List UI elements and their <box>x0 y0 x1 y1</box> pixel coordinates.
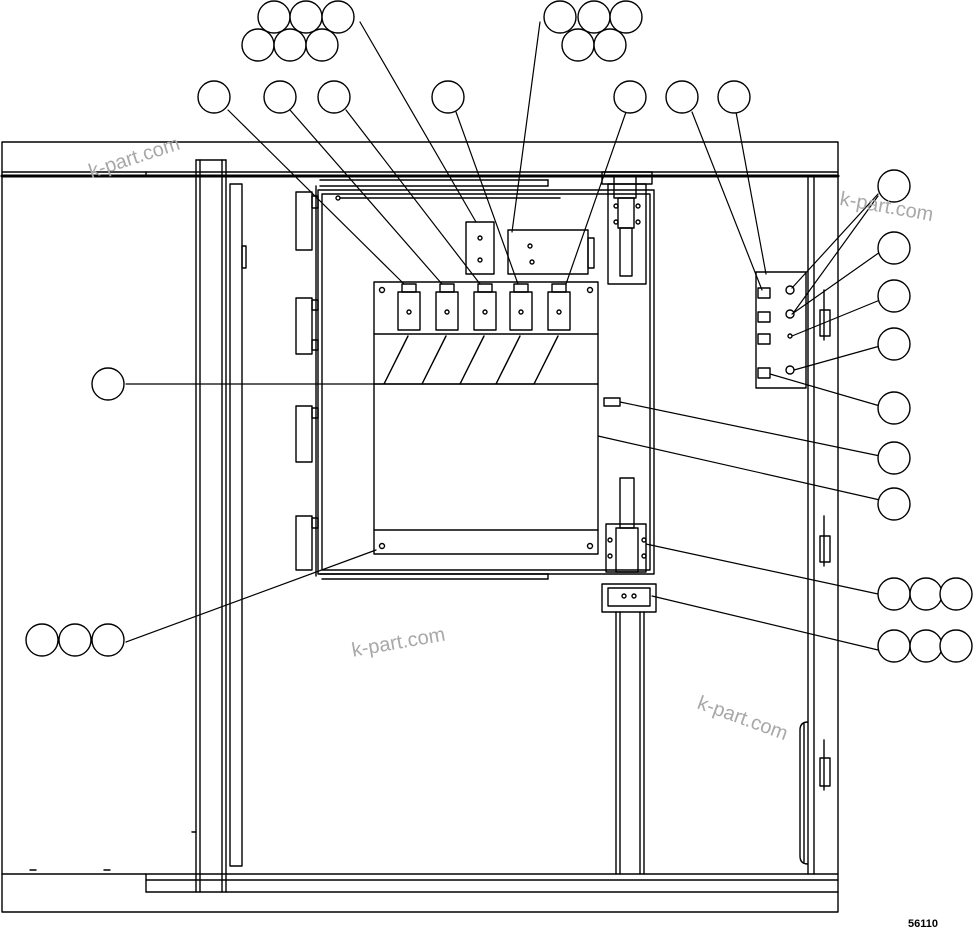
callout-bubble <box>91 623 125 657</box>
callout-bubble <box>241 28 275 62</box>
callout-bubble <box>877 327 911 361</box>
callout-bubble <box>91 367 125 401</box>
callout-bubbles <box>25 0 973 663</box>
callout-bubble <box>431 80 465 114</box>
callout-bubble <box>593 28 627 62</box>
inner-door <box>315 179 655 580</box>
top-latch <box>601 171 653 285</box>
breaker-panel <box>373 281 599 555</box>
callout-bubble <box>317 80 351 114</box>
callout-group-top-center <box>543 0 643 62</box>
callout-bubble <box>543 0 577 34</box>
callout-bubble <box>877 231 911 265</box>
callout-row-top <box>197 80 751 114</box>
right-wall-fittings <box>799 289 831 865</box>
callout-bubble <box>877 629 911 663</box>
cabinet-outer-frame <box>0 141 840 913</box>
callout-bubble <box>877 441 911 475</box>
callout-bubble <box>877 279 911 313</box>
callout-bubble <box>305 28 339 62</box>
left-hinges <box>295 191 319 571</box>
callout-bubble <box>877 391 911 425</box>
callout-group-top-left <box>241 0 355 62</box>
figure-number: 56110 <box>908 918 938 930</box>
callout-bubble <box>939 629 973 663</box>
callout-bubble <box>197 80 231 114</box>
callout-bubble <box>263 80 297 114</box>
callout-bubble <box>877 577 911 611</box>
callout-bubble <box>58 623 92 657</box>
callout-bubble <box>717 80 751 114</box>
callout-bubble <box>25 623 59 657</box>
callout-bubble <box>321 0 355 34</box>
top-brackets <box>465 221 595 275</box>
callout-bubble <box>939 577 973 611</box>
callout-bubble <box>257 0 291 34</box>
callout-bubble <box>613 80 647 114</box>
callout-bubble <box>577 0 611 34</box>
callout-column-right <box>877 169 911 521</box>
callout-bubble <box>877 169 911 203</box>
leader-lines <box>125 21 881 651</box>
callout-bubble <box>665 80 699 114</box>
callout-left <box>25 367 125 657</box>
callout-bubble <box>909 577 943 611</box>
callout-bubble <box>273 28 307 62</box>
callout-bubble <box>609 0 643 34</box>
callout-bubble <box>289 0 323 34</box>
vertical-channel <box>191 159 247 893</box>
indicator-panel <box>755 271 807 389</box>
bottom-latch <box>601 477 657 875</box>
callout-bubble <box>909 629 943 663</box>
callout-bubble <box>877 487 911 521</box>
callout-bubble <box>561 28 595 62</box>
callout-group-right-lower <box>877 577 973 663</box>
